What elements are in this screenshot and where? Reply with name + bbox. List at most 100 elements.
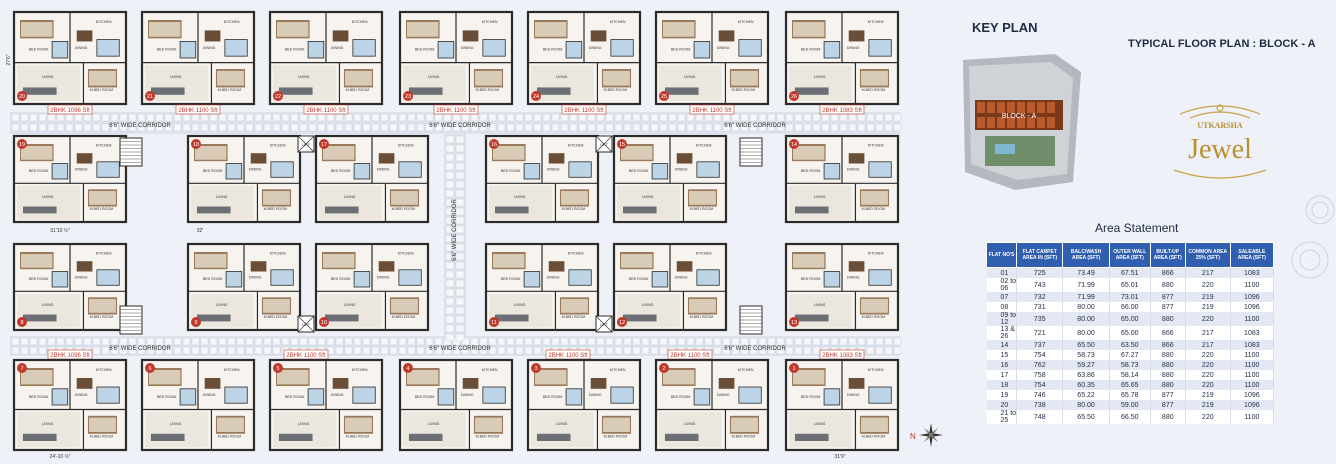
toilet-area <box>96 386 120 404</box>
corridor-tile <box>875 113 884 122</box>
corridor-tile <box>445 234 455 243</box>
room-label: KITCHEN <box>868 20 884 24</box>
living-floor <box>531 412 594 448</box>
room-label: LIVING <box>298 75 310 79</box>
room-label: M.BED ROOM <box>862 88 886 92</box>
corridor-tile <box>605 113 614 122</box>
corridor-tile <box>794 113 803 122</box>
corridor-tile <box>445 243 455 252</box>
corridor-tile <box>209 113 218 122</box>
flat-number-badge <box>273 363 283 373</box>
corridor-tile <box>767 123 776 132</box>
corridor-tile <box>455 315 465 324</box>
corridor-tile <box>38 113 47 122</box>
corridor-tile <box>455 270 465 279</box>
bed-linen <box>391 191 418 205</box>
corridor-tile <box>83 113 92 122</box>
corridor-tile <box>533 346 542 355</box>
area-statement-title: Area Statement <box>1095 221 1179 235</box>
dining-table <box>204 378 221 389</box>
toilet-area <box>51 271 69 288</box>
room-label: KITCHEN <box>224 368 240 372</box>
corridor-label: 6'6" WIDE CORRIDOR <box>724 123 786 129</box>
corridor-tile <box>317 123 326 132</box>
bed-linen <box>407 22 439 37</box>
corridor-tile <box>839 123 848 132</box>
room-label: KITCHEN <box>482 368 498 372</box>
corridor-tile <box>371 337 380 346</box>
table-cell: 1083 <box>1230 267 1275 278</box>
bed-linen <box>793 146 825 160</box>
flat-number: 1 <box>792 366 795 372</box>
room-label: LIVING <box>42 422 54 426</box>
corridor-tile <box>445 180 455 189</box>
bed-linen <box>689 299 716 313</box>
corridor-tile <box>731 337 740 346</box>
living-floor <box>273 65 336 102</box>
table-cell: 18 <box>986 380 1018 390</box>
corridor-tile <box>263 337 272 346</box>
corridor-tile <box>137 337 146 346</box>
corridor-tile <box>335 337 344 346</box>
corridor-tile <box>164 346 173 355</box>
corridor-tile <box>56 337 65 346</box>
corridor-tile <box>455 171 465 180</box>
dining-table <box>848 153 865 164</box>
sofa <box>494 314 529 322</box>
table-cell: 1100 <box>1230 360 1275 370</box>
sofa <box>22 314 57 322</box>
table-cell: 60.35 <box>1062 380 1110 390</box>
table-cell: 58.14 <box>1109 370 1151 380</box>
north-compass: N <box>910 423 943 447</box>
north-label: N <box>910 432 916 441</box>
sofa <box>664 87 699 95</box>
corridor-tile <box>650 113 659 122</box>
table-cell: 219 <box>1185 400 1231 410</box>
toilet-area <box>523 163 541 180</box>
living-floor <box>789 293 852 328</box>
corridor-tile <box>173 346 182 355</box>
corridor-tile <box>596 337 605 346</box>
room-label: M.BED ROOM <box>218 434 242 438</box>
corridor-tile <box>445 279 455 288</box>
flat-number: 12 <box>619 320 625 326</box>
room-label: DINING <box>75 275 88 279</box>
bed-linen <box>149 22 181 37</box>
corridor-tile <box>209 337 218 346</box>
corridor-tile <box>794 337 803 346</box>
corridor-tile <box>704 113 713 122</box>
corridor-tile <box>632 337 641 346</box>
flat-number-badge <box>319 139 329 149</box>
corridor-tile <box>839 113 848 122</box>
table-cell: 65.00 <box>1109 312 1151 326</box>
living-floor <box>789 412 852 448</box>
corridor-tile <box>776 113 785 122</box>
corridor-tile <box>461 346 470 355</box>
corridor-tile <box>47 113 56 122</box>
corridor-tile <box>758 337 767 346</box>
corridor-tile <box>110 346 119 355</box>
bed-linen <box>89 299 116 313</box>
corridor-tile <box>569 113 578 122</box>
table-cell: 1100 <box>1230 278 1275 292</box>
bed-linen <box>217 417 244 432</box>
corridor-tile <box>668 337 677 346</box>
room-label: DINING <box>717 393 730 397</box>
corridor-tile <box>11 123 20 132</box>
unit-label: 2BHK 1100 Sft <box>436 108 476 114</box>
corridor-tile <box>191 113 200 122</box>
room-label: LIVING <box>428 422 440 426</box>
room-label: BED ROOM <box>801 48 821 52</box>
table-cell: 21 to 25 <box>986 410 1018 424</box>
corridor-tile <box>785 337 794 346</box>
corridor-tile <box>344 337 353 346</box>
corridor-tile <box>731 113 740 122</box>
corridor-tile <box>587 113 596 122</box>
corridor-tile <box>470 113 479 122</box>
corridor-tile <box>821 337 830 346</box>
flat-number-badge <box>191 317 201 327</box>
corridor-tile <box>812 123 821 132</box>
corridor-tile <box>445 135 455 144</box>
room-label: BED ROOM <box>801 169 821 173</box>
